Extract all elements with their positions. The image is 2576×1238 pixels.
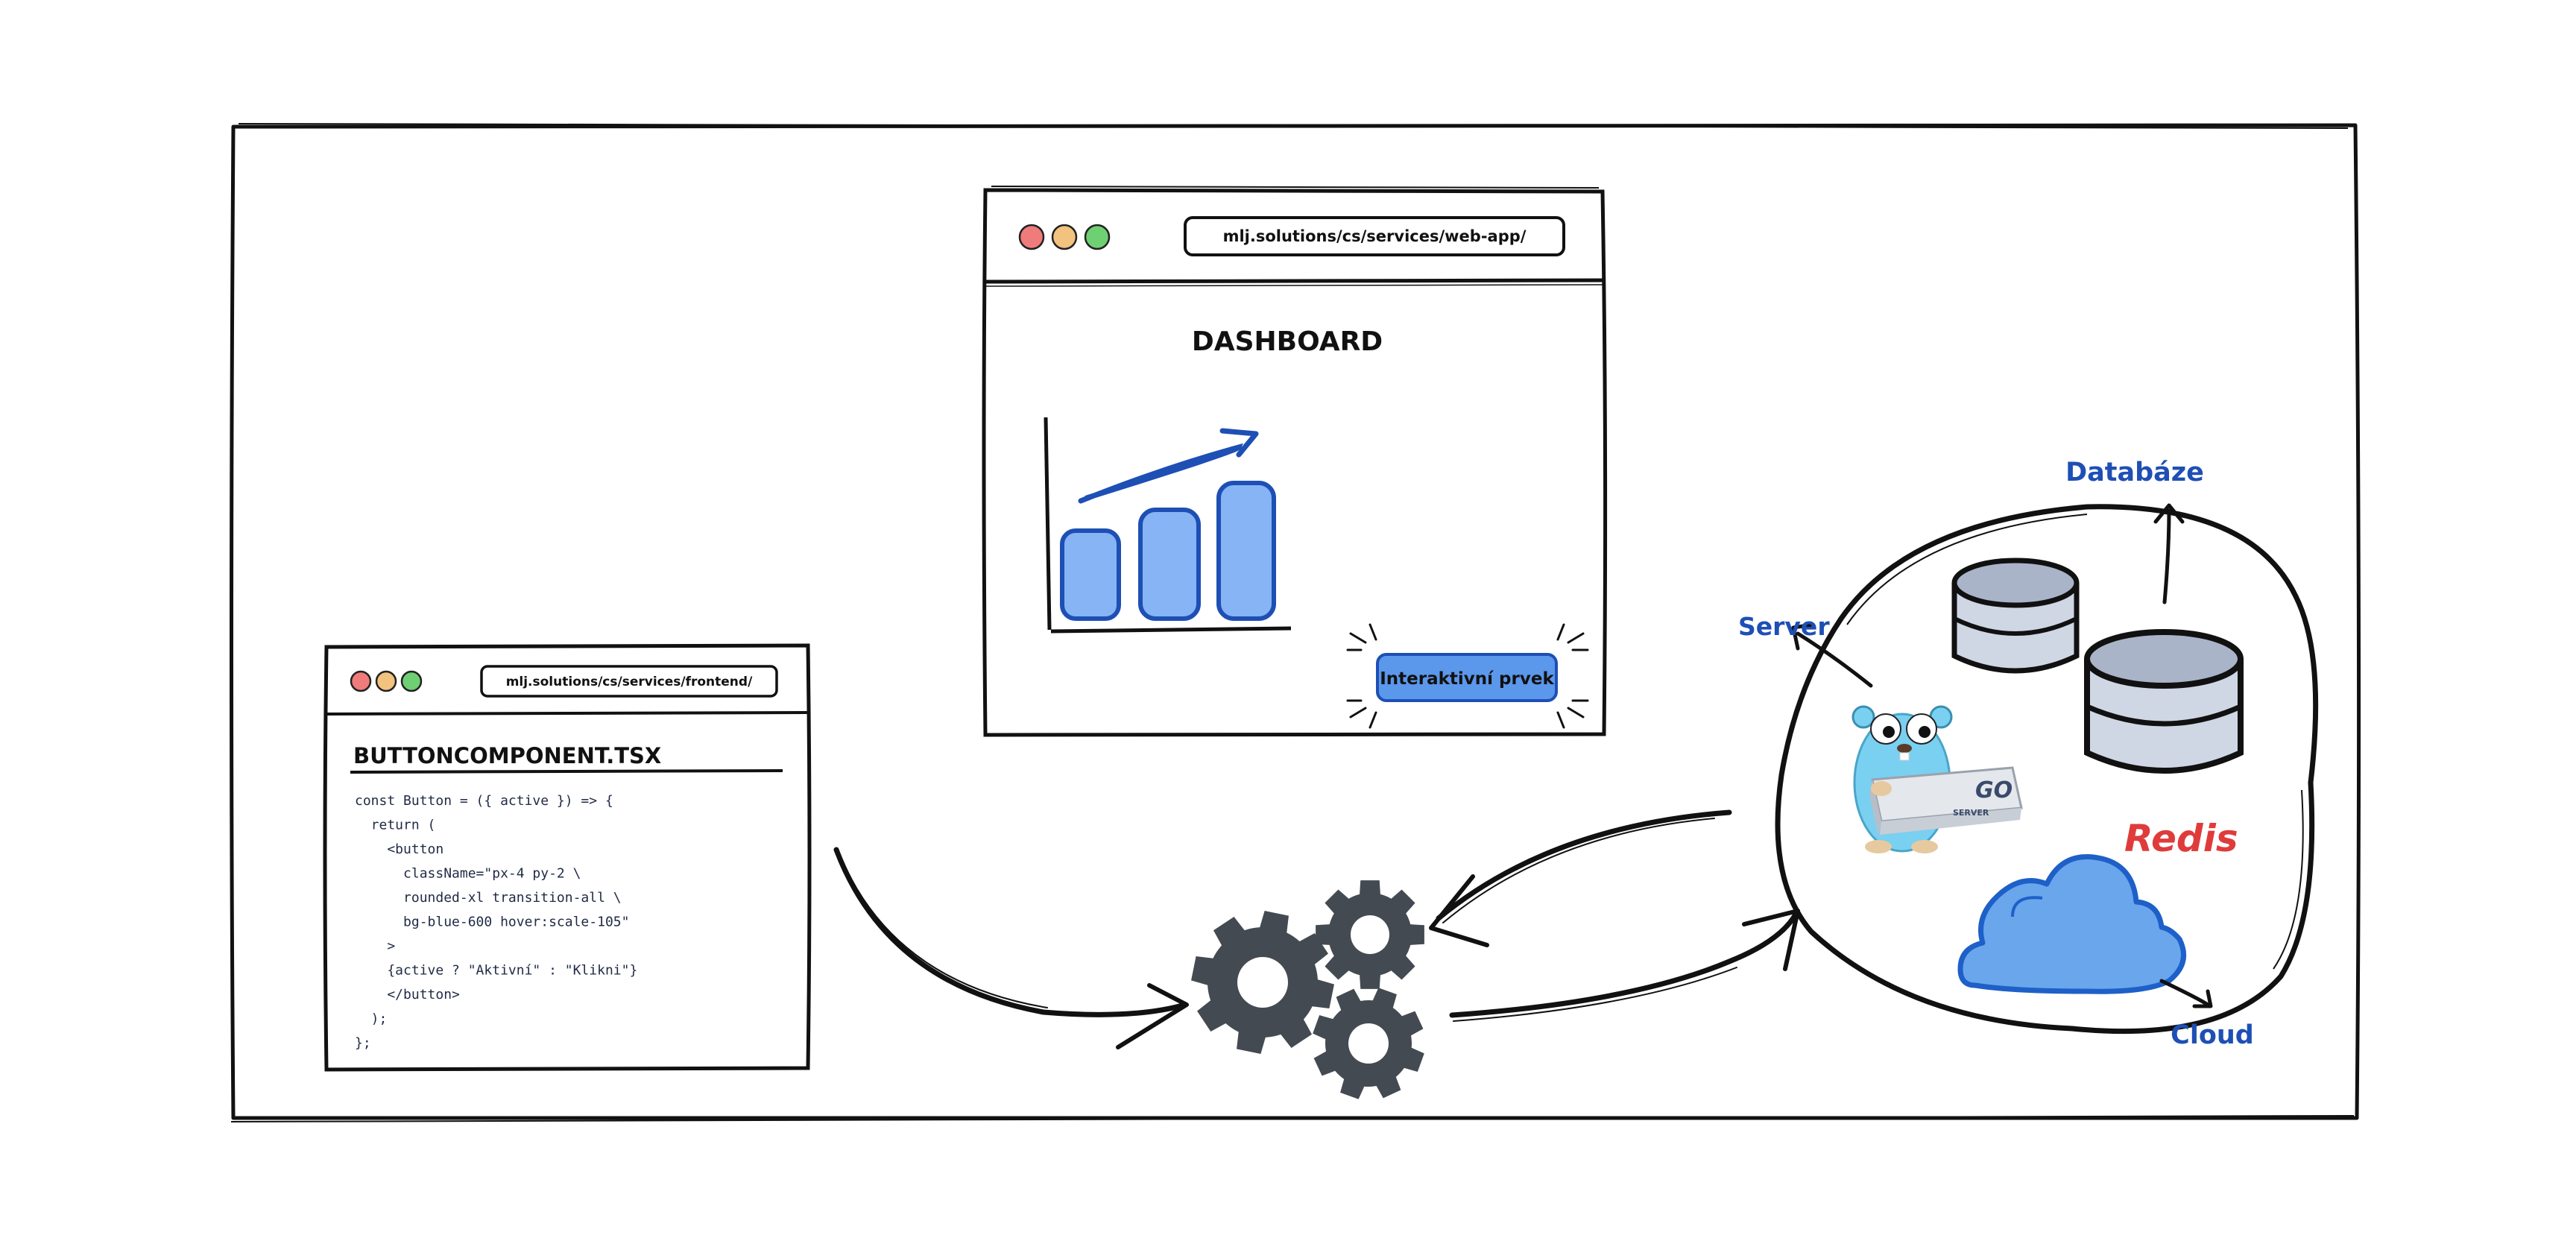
- interactive-button[interactable]: Interaktivní prvek: [1346, 623, 1589, 729]
- sparkle-lines: [1346, 623, 1589, 729]
- gears-icon: [1191, 880, 1424, 1099]
- database-icon: [1951, 558, 2080, 674]
- code-window-close-dot[interactable]: [350, 670, 372, 692]
- code-block: const Button = ({ active }) => { return …: [355, 793, 637, 1051]
- server-label: Server: [1738, 612, 1830, 641]
- cloud-label: Cloud: [2171, 1020, 2254, 1050]
- code-line: const Button = ({ active }) => {: [355, 793, 613, 809]
- code-url-text: mlj.solutions/cs/services/frontend/: [506, 675, 753, 689]
- database-label: Databáze: [2065, 458, 2204, 487]
- gear-icon: [1313, 988, 1424, 1099]
- arrow-to-server-label: [1796, 631, 1873, 688]
- database-icon: [2084, 629, 2244, 774]
- chart-bar-3: [1216, 481, 1276, 621]
- cloud-icon: [1957, 854, 2187, 994]
- arrow-code-to-gears: [833, 847, 1188, 1017]
- window-minimize-dot[interactable]: [1051, 224, 1078, 250]
- code-line: bg-blue-600 hover:scale-105": [355, 915, 629, 930]
- interactive-button-label: Interaktivní prvek: [1380, 669, 1554, 689]
- code-line: <button: [355, 841, 443, 857]
- code-line: rounded-xl transition-all \: [355, 890, 622, 906]
- gear-icon: [1191, 911, 1334, 1054]
- code-line: );: [355, 1011, 387, 1027]
- code-line: return (: [355, 818, 435, 833]
- redis-logo: Redis: [2124, 817, 2238, 860]
- code-filename: BUTTONCOMPONENT.TSX: [353, 743, 661, 768]
- chart-bar-2: [1138, 508, 1201, 621]
- code-line: className="px-4 py-2 \: [355, 866, 581, 882]
- bar-chart-illustration: [1044, 417, 1292, 634]
- chart-bar-1: [1060, 528, 1121, 621]
- code-url-bar[interactable]: [480, 665, 778, 698]
- arrow-to-database-label: [2162, 508, 2171, 604]
- go-server-box-icon: GO SERVER: [1869, 766, 2023, 836]
- code-line: </button>: [355, 987, 460, 1002]
- gear-icon: [1316, 880, 1424, 989]
- dashboard-window: mlj.solutions/cs/services/web-app/ DASHB…: [982, 186, 1608, 737]
- arrow-to-cloud-label: [2159, 979, 2210, 1007]
- code-window-maximize-dot[interactable]: [400, 670, 423, 692]
- go-box-label: GO: [1975, 777, 2012, 803]
- window-close-dot[interactable]: [1018, 224, 1045, 250]
- code-line: };: [355, 1035, 371, 1051]
- dashboard-title: DASHBOARD: [1192, 326, 1383, 357]
- trend-arrow: [1078, 443, 1243, 504]
- code-window-minimize-dot[interactable]: [375, 670, 397, 692]
- backend-cluster: GO SERVER Redis Server Databáze Cloud: [1738, 458, 2319, 1050]
- outer-frame: [230, 121, 2361, 1122]
- dashboard-url-bar[interactable]: [1184, 216, 1565, 256]
- window-maximize-dot[interactable]: [1084, 224, 1111, 250]
- code-line: {active ? "Aktivní" : "Klikni"}: [355, 963, 637, 979]
- dashboard-url-text: mlj.solutions/cs/services/web-app/: [1223, 227, 1527, 245]
- arrow-gears-to-backend: [1449, 910, 1799, 1018]
- code-line: >: [355, 938, 395, 954]
- arrow-gears-to-dashboard: [1436, 809, 1732, 921]
- flow-arrows: [833, 809, 1800, 1049]
- code-window: mlj.solutions/cs/services/frontend/ BUTT…: [323, 643, 812, 1072]
- go-box-sublabel: SERVER: [1953, 808, 1989, 818]
